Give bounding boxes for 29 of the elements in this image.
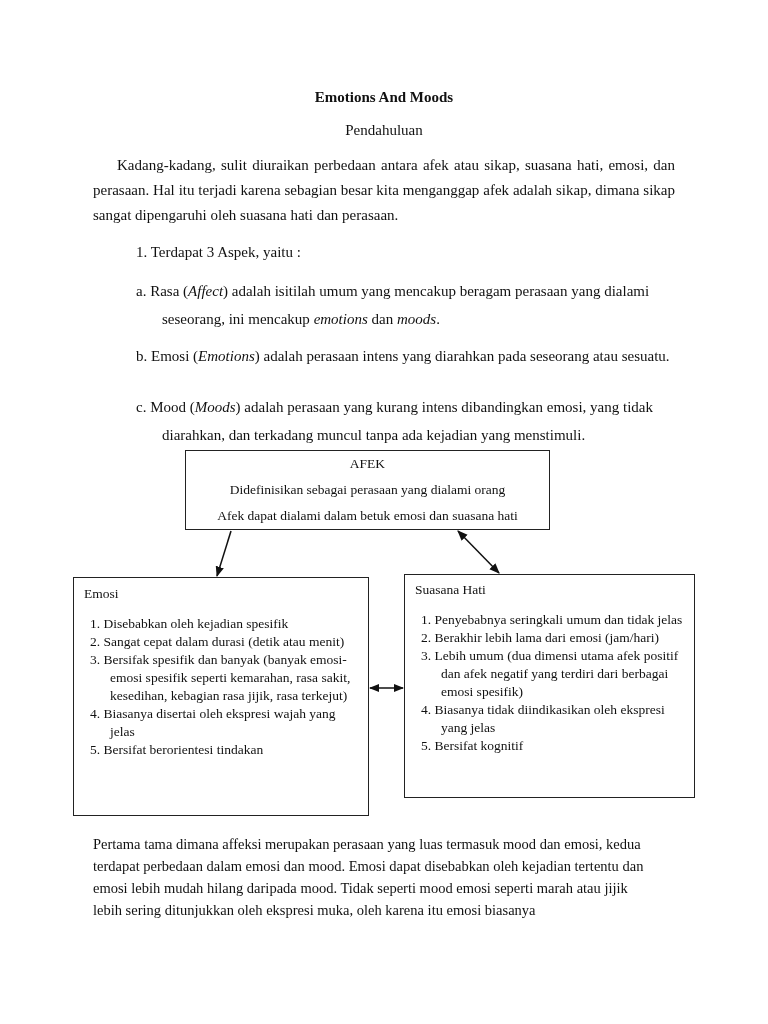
- paragraph: Pertama tama dimana affeksi merupakan perasaan yang luas termasuk mood dan emosi, kedua terdapat perbedaan dalam emosi dan mood. Emosi dapat disebabkan oleh kejadian tertentu dan emosi lebih mudah hilang daripada mood. Tidak seperti mood emosi seperti marah atau jijik lebih sering ditunjukkan oleh ekspresi muka, oleh karena itu emosi biasanya: [93, 835, 645, 920]
- list-item: 4. Biasanya tidak diindikasikan oleh ekspresi yang jelas: [420, 701, 666, 737]
- text-box: [73, 577, 369, 816]
- list-item: 5. Bersifat kognitif: [420, 737, 525, 755]
- list-item: 1. Penyebabnya seringkali umum dan tidak jelas: [420, 611, 684, 629]
- arrow: [215, 530, 232, 577]
- text-box: [404, 574, 695, 798]
- list-item: 5. Bersifat berorientesi tindakan: [89, 741, 265, 759]
- list-item: c. Mood (Moods) adalah perasaan yang kurang intens dibandingkan emosi, yang tidak diarahkan, dan terkadang muncul tanpa ada kejadian yang menstimuli.: [136, 398, 654, 445]
- heading: Suasana Hati: [415, 581, 487, 599]
- list-item: 1. Disebabkan oleh kejadian spesifik: [89, 615, 290, 633]
- list-item: 2. Berakhir lebih lama dari emosi (jam/hari): [420, 629, 661, 647]
- heading: Emosi: [84, 585, 120, 603]
- section-heading: Pendahuluan: [344, 121, 424, 140]
- list-item: 1. Terdapat 3 Aspek, yaitu :: [136, 243, 302, 262]
- title: Emotions And Moods: [313, 88, 455, 107]
- list-item: 3. Lebih umum (dua dimensi utama afek positif dan afek negatif yang terdiri dari berbagai emosi spesifik): [420, 647, 680, 701]
- text-box: [185, 450, 550, 530]
- heading: AFEK: [348, 455, 387, 473]
- list-item: a. Rasa (Affect) adalah isitilah umum yang mencakup beragam perasaan yang dialami seseorang, ini mencakup emotions dan moods.: [136, 282, 651, 329]
- arrow: [457, 530, 500, 574]
- list-item: 3. Bersifak spesifik dan banyak (banyak emosi-emosi spesifik seperti kemarahan, rasa sakit, kesedihan, kebagian rasa jijik, rasa terkejut): [89, 651, 352, 705]
- list-item: 2. Sangat cepat dalam durasi (detik atau menit): [89, 633, 346, 651]
- definition-text: Didefinisikan sebagai perasaan yang dialami orang: [228, 481, 507, 499]
- paragraph: Kadang-kadang, sulit diuraikan perbedaan antara afek atau sikap, suasana hati, emosi, dan perasaan. Hal itu terjadi karena sebagian besar kita menganggap afek adalah sikap, dimana sikap sangat dipengaruhi oleh suasana hati dan perasaan.: [93, 156, 675, 225]
- arrow: [368, 683, 405, 693]
- definition-text: Afek dapat dialami dalam betuk emosi dan suasana hati: [216, 507, 519, 525]
- list-item: b. Emosi (Emotions) adalah perasaan intens yang diarahkan pada seseorang atau sesuatu.: [136, 347, 671, 366]
- list-item: 4. Biasanya disertai oleh ekspresi wajah yang jelas: [89, 705, 337, 741]
